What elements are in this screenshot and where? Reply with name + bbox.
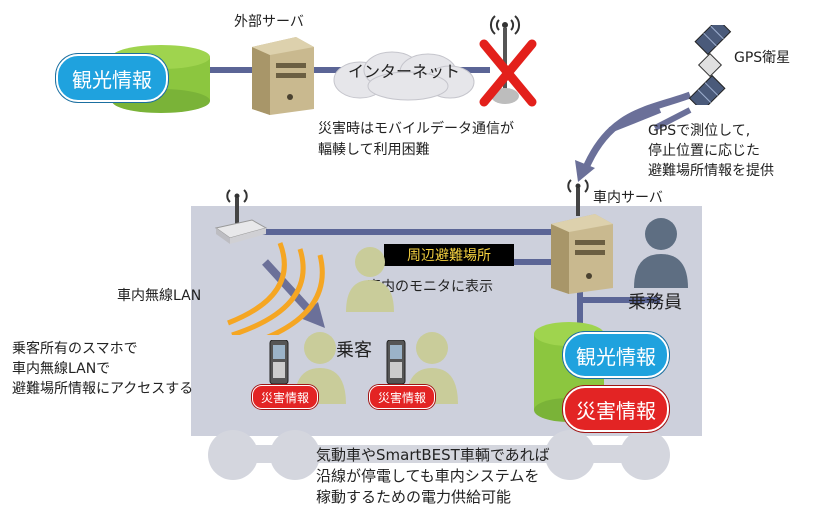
passenger-note-line1: 乗客所有のスマホで <box>12 341 138 357</box>
wifi-waves-icon <box>220 235 340 350</box>
disaster-info-tag-1: 災害情報 <box>252 385 318 409</box>
nearby-shelter-monitor: 周辺避難場所 <box>384 244 514 266</box>
cloud-icon <box>330 50 480 102</box>
antenna-icon <box>566 176 590 216</box>
internet-label: インターネット <box>348 62 461 81</box>
onboard-server-label: 車内サーバ <box>593 190 663 206</box>
gps-satellite-label: GPS衛星 <box>734 50 791 66</box>
server-icon <box>545 212 617 294</box>
wireless-lan-label: 車内無線LAN <box>117 288 202 304</box>
crew-label: 乗務員 <box>628 292 682 313</box>
satellite-icon <box>675 18 745 112</box>
disaster-info-tag-2: 災害情報 <box>369 385 435 409</box>
mobile-congestion-line2: 輻輳して利用困難 <box>318 142 430 158</box>
router-icon <box>212 184 268 250</box>
crew-person-icon <box>632 214 690 288</box>
power-note-line3: 稼動するための電力供給可能 <box>316 488 512 506</box>
smartphone-icon <box>385 339 407 386</box>
gps-note-line3: 避難場所情報を提供 <box>648 163 774 179</box>
smartphone-icon <box>268 339 290 386</box>
mobile-congestion-line1: 災害時はモバイルデータ通信が <box>318 121 514 137</box>
gps-note-line1: GPSで測位して, <box>648 123 751 139</box>
power-note-line1: 気動車やSmartBEST車輌であれば <box>316 446 550 464</box>
tourism-info-pill-train: 観光情報 <box>563 332 669 378</box>
tourism-info-pill-top: 観光情報 <box>56 54 168 102</box>
person-icon <box>344 244 396 312</box>
monitor-display-label: 車内のモニタに表示 <box>367 279 493 295</box>
gps-note-line2: 停止位置に応じた <box>648 143 760 159</box>
power-note-line2: 沿線が停電しても車内システムを <box>316 467 540 485</box>
axle-bar <box>230 445 640 463</box>
passenger-note-line2: 車内無線LANで <box>12 361 111 377</box>
passengers-label: 乗客 <box>336 340 372 361</box>
disaster-info-pill-train: 災害情報 <box>563 386 669 432</box>
server-icon <box>244 35 316 115</box>
passenger-note-line3: 避難場所情報にアクセスする <box>12 381 194 397</box>
external-server-label: 外部サーバ <box>234 14 304 30</box>
cross-icon <box>478 38 538 108</box>
